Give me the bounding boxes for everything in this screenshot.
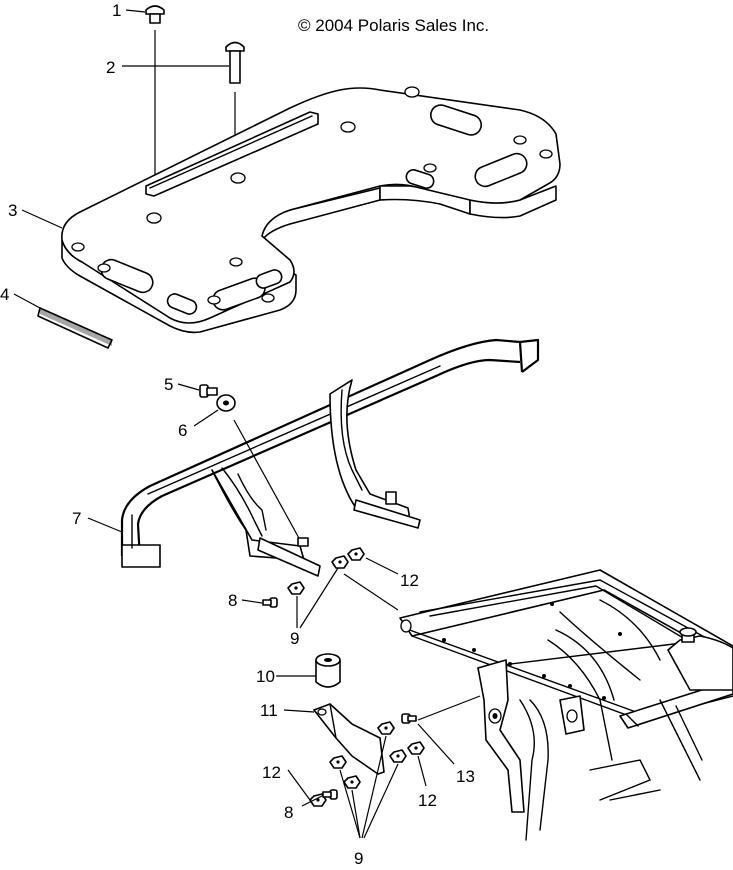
leader-axis-lower [417, 695, 481, 721]
part-8-bolt-lower [322, 789, 338, 800]
part-9-nut-lower-a [329, 755, 347, 769]
leader-9-lower-c [361, 735, 387, 839]
leader-12-lower-left [287, 769, 311, 801]
part-5-bolt [199, 384, 218, 398]
callout-5: 5 [164, 375, 173, 394]
callout-12-lower-left: 12 [262, 763, 281, 782]
part-9-nut-lower-b [343, 775, 361, 789]
leader-axis-upper [343, 573, 399, 611]
copyright-notice: © 2004 Polaris Sales Inc. [298, 16, 489, 35]
part-9-nut-lower-c [377, 721, 395, 735]
leader-11 [283, 709, 315, 713]
part-2-bolt [225, 41, 245, 84]
part-12-nut-upper [347, 547, 365, 561]
part-7-frame-bar [120, 338, 540, 577]
leader-1 [125, 9, 146, 13]
part-1-bolt [145, 5, 165, 24]
callout-9-lower: 9 [354, 849, 363, 868]
leader-5 [177, 383, 200, 391]
leader-9-lower-b [351, 789, 361, 839]
leader-12-upper [365, 557, 399, 575]
part-6-washer [216, 394, 236, 412]
callout-7: 7 [72, 509, 81, 528]
part-8-bolt-upper [262, 597, 278, 608]
part-13-bolt [401, 713, 417, 724]
callout-3: 3 [8, 201, 17, 220]
callout-12-upper: 12 [400, 571, 419, 590]
callout-8-upper: 8 [228, 591, 237, 610]
vehicle-frame [399, 569, 733, 841]
callout-9-upper: 9 [290, 629, 299, 648]
part-12-nut-lower-right [407, 741, 425, 755]
callout-11: 11 [260, 701, 278, 720]
callout-8-lower: 8 [284, 803, 293, 822]
callout-6: 6 [178, 421, 187, 440]
part-11-bracket [313, 703, 385, 775]
leader-6-axis [233, 419, 301, 541]
leader-6 [193, 409, 219, 427]
leader-4 [13, 293, 41, 309]
part-10-spacer [315, 653, 341, 688]
callout-4: 4 [0, 285, 9, 304]
part-9-nut-upper-a [287, 581, 305, 595]
callout-1: 1 [112, 1, 121, 20]
leader-12-lower-right [417, 755, 427, 787]
part-9-nut-upper-b [331, 555, 349, 569]
leader-13 [417, 723, 455, 765]
leader-3 [21, 209, 63, 229]
leader-8-upper [241, 599, 263, 604]
leader-9-lower-a [339, 769, 361, 839]
part-9-nut-lower-d [389, 749, 407, 763]
leader-9-upper-b [299, 567, 339, 629]
callout-labels: 1 2 3 4 5 6 7 8 9 12 10 11 12 8 9 12 13 [0, 1, 475, 868]
callout-2: 2 [106, 58, 115, 77]
leader-9-lower-d [363, 763, 399, 839]
leader-7 [87, 517, 123, 533]
part-3-rack-plate [61, 86, 561, 334]
callout-10: 10 [256, 667, 275, 686]
leader-8-lower [301, 795, 323, 807]
callout-13: 13 [456, 767, 475, 786]
callout-12-lower-right: 12 [418, 791, 437, 810]
part-4-strip [37, 307, 113, 349]
